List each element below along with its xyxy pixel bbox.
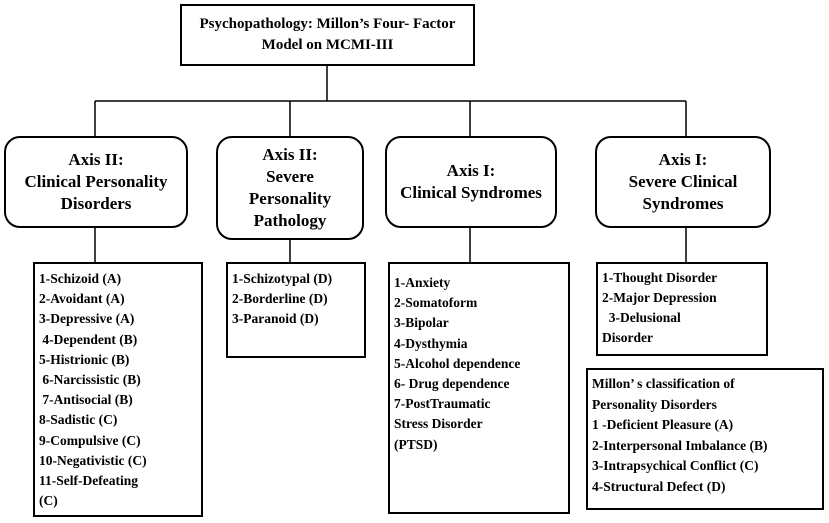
list-item: 5-Alcohol dependence (394, 355, 521, 371)
list-personality-disorders: 1-Schizoid (A) 2-Avoidant (A) 3-Depressi… (33, 262, 203, 517)
list-item: 6- Drug dependence (394, 376, 510, 392)
axis-label: Pathology (253, 211, 327, 230)
list-item: 7-Antisocial (B) (39, 392, 133, 408)
axis-label: Clinical Syndromes (400, 183, 542, 202)
axis-label: Personality (248, 189, 332, 208)
root-title-line-1: Psychopathology: Millon’s Four- Factor (199, 16, 456, 32)
axis-label: Severe (266, 167, 314, 186)
list-severe-clinical-syndromes: 1-Thought Disorder 2-Major Depression 3-… (596, 262, 768, 356)
list-item: 2-Borderline (D) (232, 291, 328, 307)
list-item: 1-Schizotypal (D) (232, 271, 333, 286)
list-item: 2-Avoidant (A) (39, 291, 125, 307)
axis-label: Axis I: (446, 161, 496, 180)
list-item: 3-Delusional (602, 310, 681, 325)
list-item: 4-Dependent (B) (39, 331, 138, 347)
axis-label: Clinical Personality (24, 172, 168, 191)
root-title-box: Psychopathology: Millon’s Four- Factor M… (180, 4, 475, 66)
list-item: (C) (39, 493, 58, 509)
list-item: 3-Bipolar (394, 315, 449, 331)
list-severe-personality: 1-Schizotypal (D) 2-Borderline (D) 3-Par… (226, 262, 366, 358)
list-item: 1-Anxiety (394, 275, 451, 290)
list-item: 11-Self-Defeating (39, 473, 138, 489)
axis-label: Syndromes (642, 194, 724, 213)
list-item: 1-Schizoid (A) (39, 271, 122, 286)
list-item: 5-Histrionic (B) (39, 351, 130, 367)
axis-box-severe-personality: Axis II: Severe Personality Pathology (216, 136, 364, 240)
axis-box-clinical-syndromes: Axis I: Clinical Syndromes (385, 136, 557, 228)
axis-label: Disorders (60, 194, 132, 213)
classification-item: 3-Intrapsychical Conflict (C) (592, 458, 759, 473)
root-title-line-2: Model on MCMI-III (261, 37, 394, 53)
axis-label: Axis II: (262, 145, 318, 164)
list-item: 4-Dysthymia (394, 335, 468, 351)
classification-title: Personality Disorders (592, 396, 717, 412)
classification-item: 2-Interpersonal Imbalance (B) (592, 437, 768, 453)
list-item: Stress Disorder (394, 416, 483, 432)
list-item: 3-Depressive (A) (39, 311, 135, 327)
classification-title: Millon’ s classification of (592, 376, 735, 391)
axis-box-clinical-personality: Axis II: Clinical Personality Disorders (4, 136, 188, 228)
list-item: 2-Major Depression (602, 290, 717, 305)
list-item: 8-Sadistic (C) (39, 412, 118, 428)
list-item: Disorder (602, 330, 653, 345)
classification-box: Millon’ s classification of Personality … (586, 368, 824, 510)
list-item: 9-Compulsive (C) (39, 432, 141, 448)
axis-label: Axis I: (658, 150, 708, 169)
list-item: 3-Paranoid (D) (232, 311, 319, 327)
list-item: 10-Negativistic (C) (39, 452, 147, 468)
list-item: 6-Narcissistic (B) (39, 372, 141, 388)
classification-item: 4-Structural Defect (D) (592, 478, 726, 494)
list-item: 2-Somatoform (394, 295, 478, 311)
classification-item: 1 -Deficient Pleasure (A) (592, 417, 734, 432)
list-clinical-syndromes: 1-Anxiety 2-Somatoform 3-Bipolar 4-Dysth… (388, 262, 570, 514)
axis-label: Severe Clinical (628, 172, 738, 191)
list-item: 1-Thought Disorder (602, 270, 718, 285)
list-item: 7-PostTraumatic (394, 396, 491, 412)
axis-box-severe-clinical-syndromes: Axis I: Severe Clinical Syndromes (595, 136, 771, 228)
list-item: (PTSD) (394, 436, 438, 452)
axis-label: Axis II: (68, 150, 124, 169)
